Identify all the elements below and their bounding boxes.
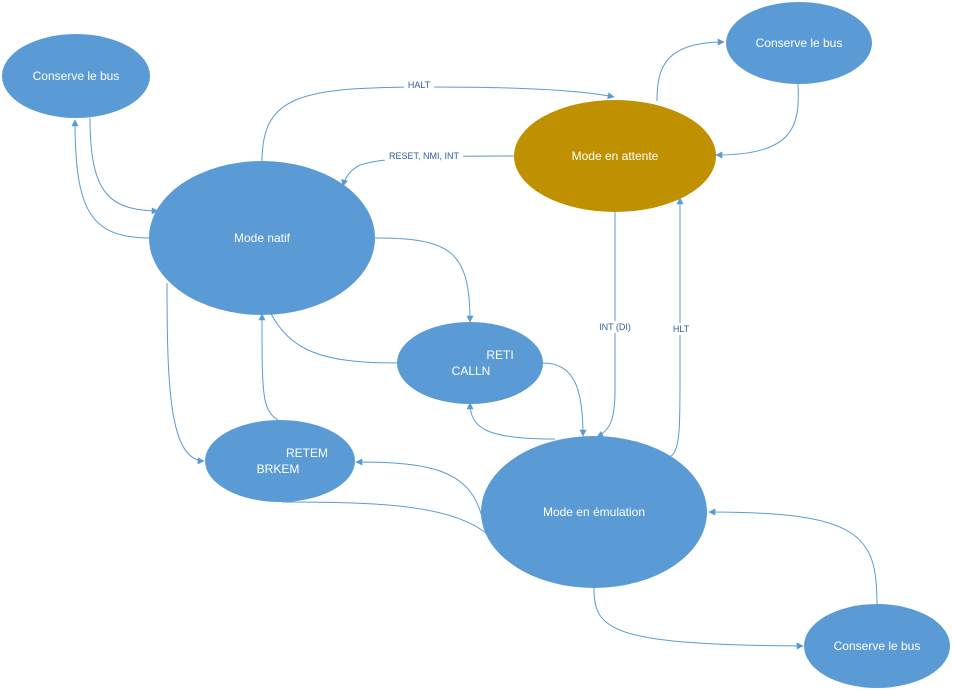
edge-emulation-to-reti [466, 402, 556, 440]
edge-retem-to-emulation [281, 501, 487, 534]
svg-text:Conserve le bus: Conserve le bus [33, 69, 120, 83]
edge-conserve-top-left-to-natif [89, 117, 159, 215]
calln-label: CALLN [452, 364, 491, 378]
edge-label-halt: HALT [404, 79, 434, 91]
svg-text:Conserve le bus: Conserve le bus [834, 639, 921, 653]
edge-conserve-top-right-to-attente [715, 83, 799, 159]
edge-conserve-bottom-right-to-emulation [708, 508, 878, 605]
svg-text:Mode natif: Mode natif [234, 231, 291, 245]
edge-reti-to-emulation [542, 362, 587, 437]
retem-label: RETEM [286, 446, 328, 460]
svg-text:Conserve le bus: Conserve le bus [756, 36, 843, 50]
svg-text:INT (DI): INT (DI) [599, 322, 631, 332]
edge-emulation-to-conserve-bottom-right [593, 587, 804, 650]
edge-reti-to-natif [269, 311, 398, 364]
edge-natif-to-retem [166, 282, 205, 465]
node-conserve-bottom-right: Conserve le bus [804, 604, 950, 688]
edge-int-di [596, 212, 616, 438]
node-conserve-top-right: Conserve le bus [726, 2, 872, 84]
node-conserve-top-left: Conserve le bus [2, 34, 150, 118]
edge-retem-to-natif [258, 313, 279, 421]
edge-reset-nmi-int [341, 155, 516, 187]
svg-text:HALT: HALT [408, 80, 431, 90]
node-mode-en-emulation: Mode en émulation [481, 436, 707, 588]
svg-text:HLT: HLT [673, 324, 690, 334]
edge-emulation-to-retem [355, 458, 483, 518]
edge-attente-to-conserve-top-right [656, 38, 725, 102]
reti-label: RETI [486, 348, 513, 362]
edge-natif-to-conserve-top-left [71, 119, 151, 239]
brkem-label: BRKEM [257, 462, 300, 476]
svg-text:Mode en émulation: Mode en émulation [543, 505, 645, 519]
edge-hlt [669, 197, 684, 458]
edge-natif-to-reti [373, 237, 474, 323]
svg-text:Mode en attente: Mode en attente [572, 149, 659, 163]
edge-label-reset-nmi-int: RESET, NMI, INT [385, 150, 463, 162]
node-retem-brkem: RETEM BRKEM [205, 420, 355, 502]
node-mode-natif: Mode natif [149, 161, 375, 315]
node-mode-en-attente: Mode en attente [514, 100, 716, 212]
edge-label-hlt: HLT [670, 323, 692, 335]
edge-label-int-di: INT (DI) [594, 321, 636, 333]
node-reti-calln: RETI CALLN [397, 322, 543, 404]
svg-text:RESET, NMI, INT: RESET, NMI, INT [389, 151, 460, 161]
